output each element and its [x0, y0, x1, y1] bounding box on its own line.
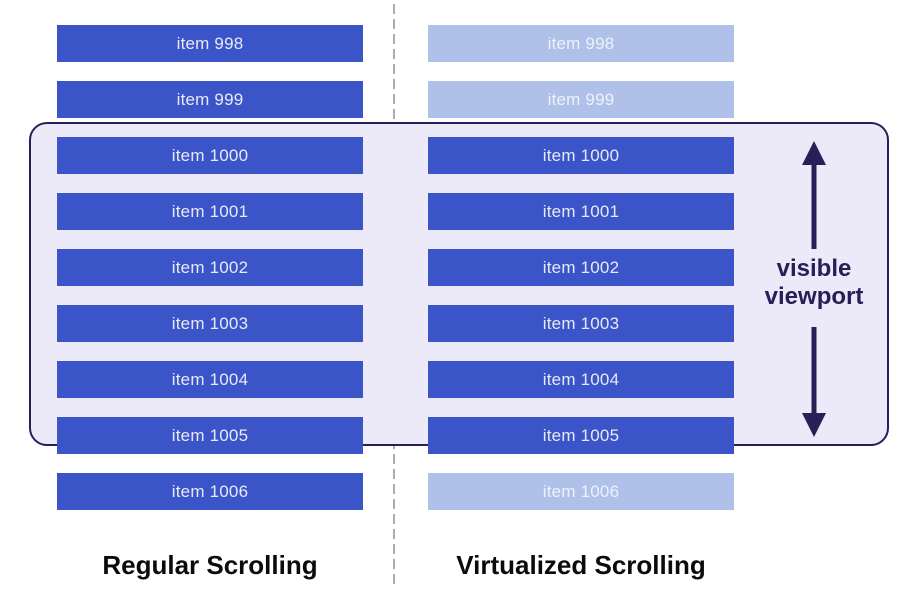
list-item-item-1002: item 1002	[57, 249, 363, 286]
up-arrow-icon	[802, 141, 826, 249]
list-item-item-1005: item 1005	[57, 417, 363, 454]
list-item-item-998: item 998	[428, 25, 734, 62]
list-item-item-998: item 998	[57, 25, 363, 62]
visible-viewport-label: visible viewport	[764, 255, 864, 310]
virtualized-scrolling-title: Virtualized Scrolling	[456, 550, 706, 580]
list-item-item-1005: item 1005	[428, 417, 734, 454]
list-item-item-1001: item 1001	[428, 193, 734, 230]
virtualized-scrolling-list: item 998 item 999 item 1000 item 1001 item 1…	[428, 25, 734, 510]
regular-scrolling-title: Regular Scrolling	[102, 550, 318, 580]
list-item-item-1004: item 1004	[57, 361, 363, 398]
list-item-item-1001: item 1001	[57, 193, 363, 230]
regular-scrolling-list: item 998 item 999 item 1000 item 1001 item 1…	[57, 25, 363, 510]
down-arrow-icon	[802, 327, 826, 437]
list-item-item-1003: item 1003	[428, 305, 734, 342]
list-item-item-1002: item 1002	[428, 249, 734, 286]
list-item-item-1000: item 1000	[428, 137, 734, 174]
list-item-item-999: item 999	[428, 81, 734, 118]
list-item-item-1003: item 1003	[57, 305, 363, 342]
list-item-item-1006: item 1006	[57, 473, 363, 510]
list-item-item-1004: item 1004	[428, 361, 734, 398]
list-item-item-1006: item 1006	[428, 473, 734, 510]
list-item-item-999: item 999	[57, 81, 363, 118]
list-item-item-1000: item 1000	[57, 137, 363, 174]
